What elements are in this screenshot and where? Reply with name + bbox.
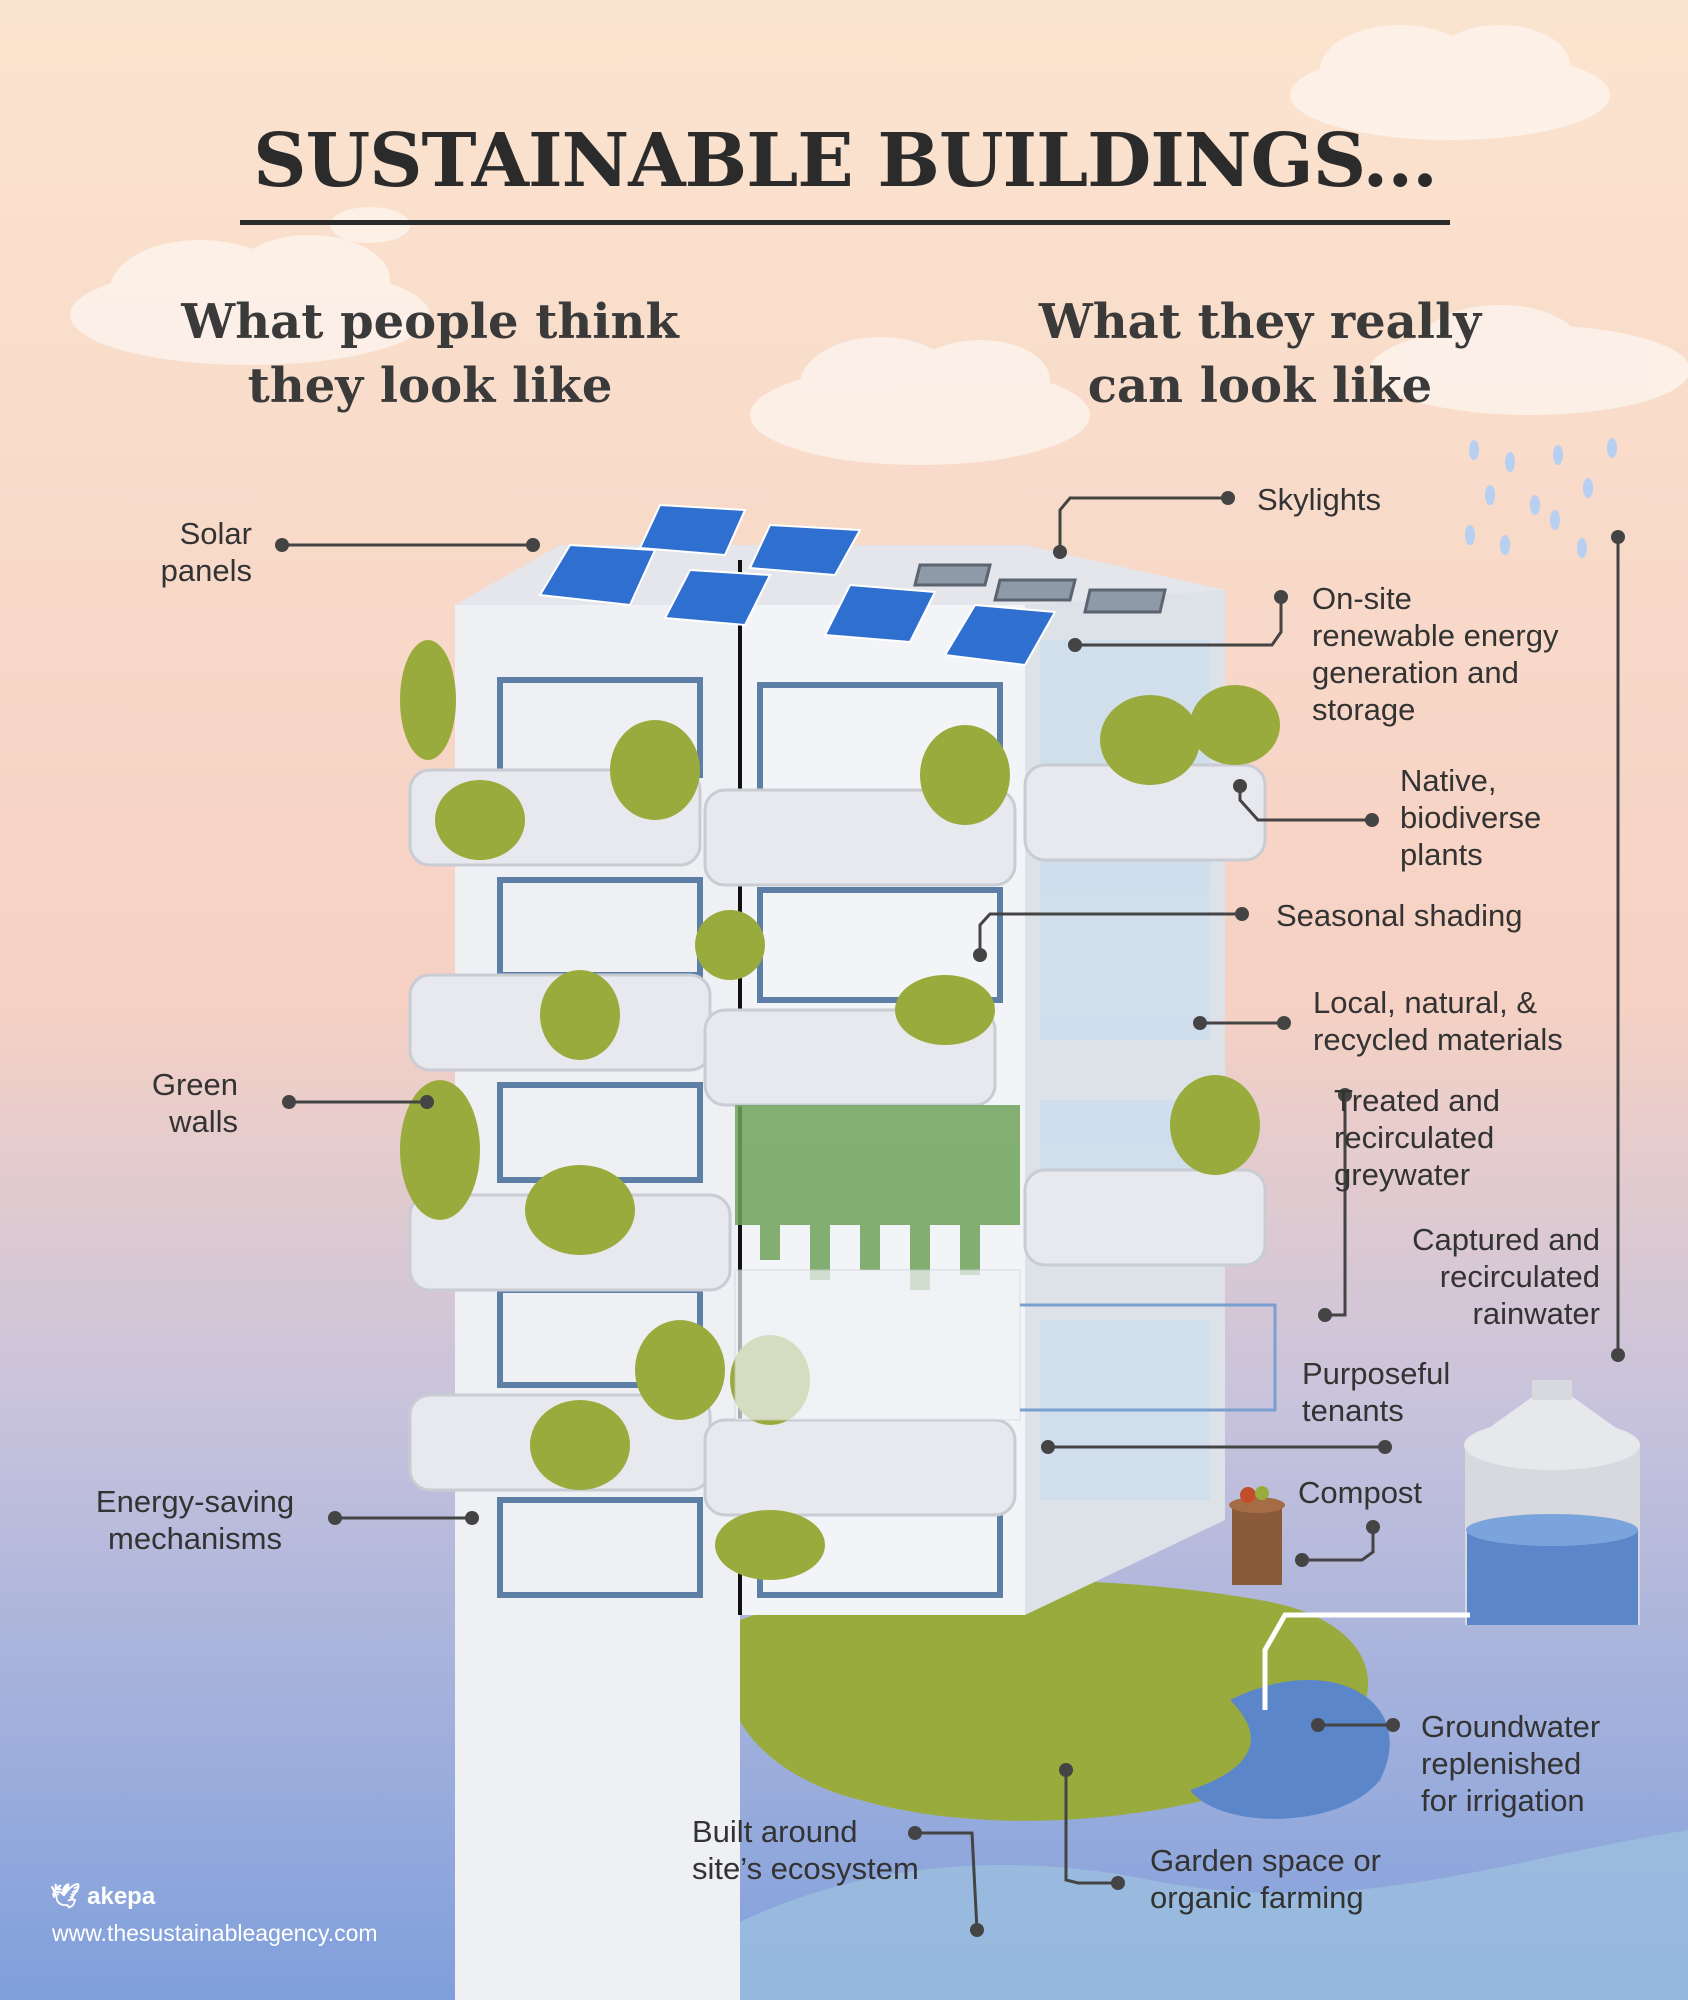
label-line: mechanisms	[108, 1521, 282, 1556]
leader-dots	[275, 491, 1625, 1937]
label-groundwater: Groundwater replenished for irrigation	[1421, 1708, 1600, 1819]
clouds	[70, 25, 1688, 465]
label-local-materials: Local, natural, & recycled materials	[1313, 984, 1563, 1058]
left-heading: What people think they look like	[180, 290, 680, 418]
brand-logo[interactable]: 🕊 akepa	[50, 1882, 155, 1911]
label-tenants: Purposeful tenants	[1302, 1355, 1450, 1429]
label-line: Native,	[1400, 763, 1497, 798]
solar-panel-icon	[538, 503, 1057, 667]
footer-url[interactable]: www.thesustainableagency.com	[52, 1920, 378, 1946]
compost-bin-icon	[1229, 1486, 1285, 1585]
label-line: Garden space or	[1150, 1843, 1381, 1878]
right-heading: What they really can look like	[1020, 290, 1500, 418]
label-rainwater: Captured and recirculated rainwater	[1360, 1221, 1600, 1332]
label-skylights: Skylights	[1257, 481, 1381, 518]
label-line: Green	[151, 1067, 238, 1102]
label-line: for irrigation	[1421, 1783, 1585, 1818]
label-line: Treated and	[1334, 1083, 1501, 1118]
label-line: storage	[1312, 692, 1416, 727]
label-line: Seasonal shading	[1276, 898, 1523, 933]
skylight-icon	[913, 563, 1167, 614]
tree-icon	[400, 640, 1280, 1658]
leader-lines	[282, 496, 1620, 1931]
left-heading-line: What people think	[181, 294, 679, 350]
label-line: site’s ecosystem	[692, 1851, 919, 1886]
label-ecosystem: Built around site’s ecosystem	[692, 1813, 919, 1887]
label-line: Captured and	[1412, 1222, 1600, 1257]
water-tank-icon	[1464, 1380, 1640, 1625]
page-title: SUSTAINABLE BUILDINGS...	[253, 118, 1438, 204]
label-line: Solar	[179, 516, 252, 551]
label-line: panels	[160, 553, 252, 588]
label-line: tenants	[1302, 1393, 1404, 1428]
green-wall-curtain	[735, 1105, 1020, 1290]
label-line: Purposeful	[1302, 1356, 1451, 1391]
label-line: recirculated	[1439, 1259, 1600, 1294]
label-line: On-site	[1312, 581, 1412, 616]
label-energy-saving: Energy-saving mechanisms	[75, 1483, 315, 1557]
left-heading-line: they look like	[247, 358, 613, 414]
label-compost: Compost	[1298, 1474, 1422, 1511]
label-line: biodiverse	[1400, 800, 1542, 835]
label-native-plants: Native, biodiverse plants	[1400, 762, 1541, 873]
label-line: renewable energy	[1312, 618, 1559, 653]
label-line: Built around	[692, 1814, 858, 1849]
label-line: walls	[169, 1104, 238, 1139]
ground-island	[725, 1580, 1368, 1821]
label-line: organic farming	[1150, 1880, 1364, 1915]
label-green-walls: Green walls	[100, 1066, 238, 1140]
label-seasonal-shading: Seasonal shading	[1276, 897, 1522, 934]
right-heading-line: What they really	[1038, 294, 1482, 350]
label-line: recycled materials	[1313, 1022, 1563, 1057]
bird-logo-icon: 🕊	[50, 1883, 81, 1910]
label-line: replenished	[1421, 1746, 1582, 1781]
brand-name: akepa	[87, 1883, 156, 1910]
right-heading-line: can look like	[1087, 358, 1433, 414]
label-onsite-energy: On-site renewable energy generation and …	[1312, 580, 1558, 728]
label-line: Groundwater	[1421, 1709, 1601, 1744]
raindrop-icon	[1465, 438, 1617, 558]
label-line: Energy-saving	[95, 1484, 295, 1519]
label-greywater: Treated and recirculated greywater	[1334, 1082, 1500, 1193]
label-line: Compost	[1298, 1475, 1423, 1510]
label-line: plants	[1400, 837, 1483, 872]
label-line: greywater	[1334, 1157, 1471, 1192]
label-line: rainwater	[1472, 1296, 1601, 1331]
label-line: Skylights	[1257, 482, 1382, 517]
label-line: recirculated	[1334, 1120, 1495, 1155]
groundwater-pond	[1190, 1679, 1390, 1819]
label-solar-panels: Solar panels	[100, 515, 252, 589]
label-line: Local, natural, &	[1313, 985, 1538, 1020]
label-garden: Garden space or organic farming	[1150, 1842, 1381, 1916]
title-underline	[240, 220, 1450, 225]
label-line: generation and	[1312, 655, 1519, 690]
